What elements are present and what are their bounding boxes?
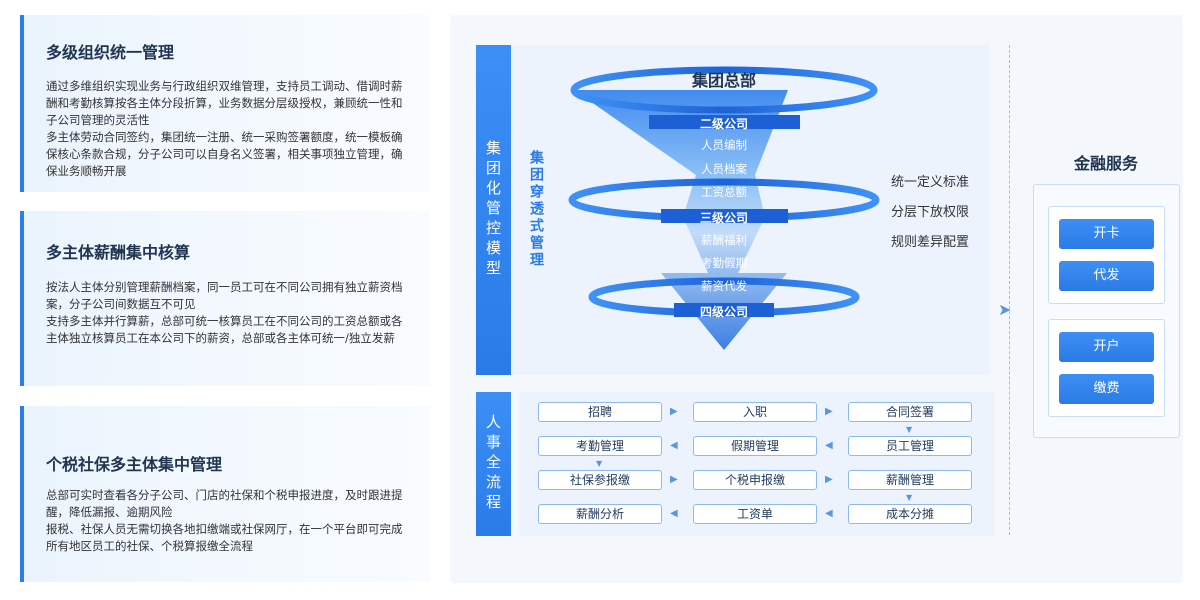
arrow-left-icon: ◀	[670, 508, 678, 519]
card-paragraph: 报税、社保人员无需切换各地扣缴端或社保网厅，在一个平台即可完成所有地区员工的社保…	[46, 522, 403, 553]
bar-label: 人事全流程	[484, 414, 502, 514]
funnel-item: 人员档案	[701, 162, 747, 176]
payment-button[interactable]: 缴费	[1059, 374, 1154, 404]
funnel-item: 薪酬福利	[701, 233, 747, 247]
funnel-item: 薪资代发	[701, 279, 747, 293]
level2-label: 二级公司	[699, 117, 748, 131]
arrow-right-icon: ▶	[670, 474, 678, 485]
feature-card-payroll: 多主体薪酬集中核算 按法人主体分别管理薪酬档案，同一员工可在不同公司拥有独立薪资…	[20, 211, 430, 386]
card-paragraph: 多主体劳动合同签约，集团统一注册、统一采购签署额度，统一模板确保核心条款合规，分…	[46, 130, 403, 178]
level4-label: 四级公司	[699, 305, 748, 319]
arrow-down-icon: ▼	[906, 425, 913, 434]
card-title: 个税社保多主体集中管理	[46, 455, 223, 474]
flow-node-onboard: 入职	[693, 402, 817, 422]
policy-text: 分层下放权限	[891, 205, 970, 220]
flow-node-pay-analysis: 薪酬分析	[538, 504, 662, 524]
payroll-disbursement-button[interactable]: 代发	[1059, 261, 1154, 291]
level3-band	[661, 209, 788, 223]
flow-node-contract: 合同签署	[848, 402, 972, 422]
flow-node-attendance: 考勤管理	[538, 436, 662, 456]
arrow-left-icon: ◀	[825, 440, 833, 451]
feature-card-tax-social-security: 个税社保多主体集中管理 总部可实时查看各分子公司、门店的社保和个税申报进度，及时…	[20, 406, 430, 582]
card-title: 多级组织统一管理	[46, 43, 175, 62]
flow-node-income-tax: 个税申报缴	[693, 470, 817, 490]
flow-node-cost-allocation: 成本分摊	[848, 504, 972, 524]
card-paragraph: 通过多维组织实现业务与行政组织双维管理，支持员工调动、借调时薪酬和考勤核算按各主…	[46, 79, 403, 127]
funnel-diagram	[568, 66, 880, 350]
level2-band	[649, 115, 800, 129]
divider	[1009, 45, 1010, 535]
funnel-cone	[574, 90, 788, 350]
card-paragraph: 按法人主体分别管理薪酬档案，同一员工可在不同公司拥有独立薪资档案，分子公司间数据…	[46, 280, 403, 311]
flow-node-payslip: 工资单	[693, 504, 817, 524]
card-title: 多主体薪酬集中核算	[46, 243, 191, 262]
arrow-left-icon: ◀	[670, 440, 678, 451]
card-paragraph: 支持多主体并行算薪，总部可统一核算员工在不同公司的工资总额或各主体独立核算员工在…	[46, 314, 403, 345]
funnel-item: 人员编制	[701, 138, 747, 152]
card-paragraph: 总部可实时查看各分子公司、门店的社保和个税申报进度，及时跟进提醒，降低漏报、逾期…	[46, 488, 403, 519]
arrow-right-icon: ▶	[825, 406, 833, 417]
flow-node-recruit: 招聘	[538, 402, 662, 422]
flow-node-employee: 员工管理	[848, 436, 972, 456]
arrow-down-icon: ▼	[906, 493, 913, 502]
funnel-ring-top	[570, 66, 878, 114]
finance-title: 金融服务	[1073, 154, 1139, 173]
arrow-right-icon: ▶	[670, 406, 678, 417]
feature-card-org-management: 多级组织统一管理 通过多维组织实现业务与行政组织双维管理，支持员工调动、借调时薪…	[20, 15, 430, 192]
arrow-right-icon: ▶	[825, 474, 833, 485]
policy-text: 统一定义标准	[891, 175, 970, 190]
level3-label: 三级公司	[699, 211, 748, 225]
level4-band	[674, 303, 774, 317]
flow-node-compensation: 薪酬管理	[848, 470, 972, 490]
funnel-item: 工资总额	[701, 185, 747, 199]
flow-node-social-security: 社保参报缴	[538, 470, 662, 490]
policy-text: 规则差异配置	[891, 235, 970, 250]
arrow-left-icon: ◀	[825, 508, 833, 519]
arrow-down-icon: ▼	[596, 459, 603, 468]
penetrating-management-label: 集团穿透式管理	[528, 150, 544, 269]
hr-process-bar: 人事全流程	[476, 392, 511, 536]
arrow-right-icon: ➤	[998, 300, 1012, 319]
funnel-top-title: 集团总部	[691, 71, 757, 90]
open-account-button[interactable]: 开户	[1059, 332, 1154, 362]
group-control-model-bar: 集团化管控模型	[476, 45, 511, 375]
funnel-item: 考勤假期	[701, 256, 747, 270]
flow-node-leave: 假期管理	[693, 436, 817, 456]
open-card-button[interactable]: 开卡	[1059, 219, 1154, 249]
bar-label: 集团化管控模型	[484, 140, 502, 280]
